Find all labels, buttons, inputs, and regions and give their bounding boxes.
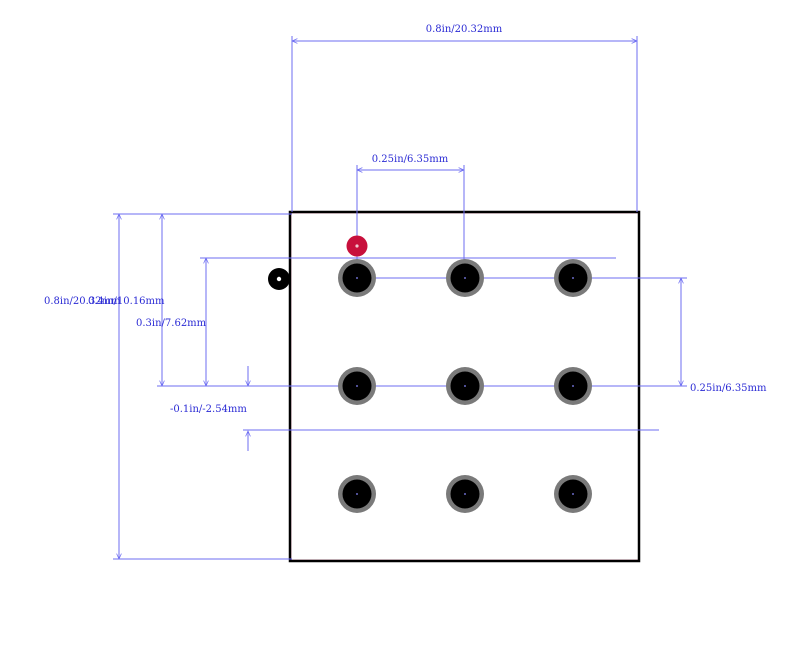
pad-9 [554,475,592,513]
pad-4 [338,367,376,405]
pad-3 [554,259,592,297]
pin1-marker-icon [346,235,368,257]
pitch-x-label: 0.25in/6.35mm [372,154,449,165]
overall-height-label: 0.8in/20.32mm [44,296,121,307]
row-offset-label: 0.3in/7.62mm [136,318,207,329]
pad-grid [338,259,592,513]
pad-8 [446,475,484,513]
pad-5 [446,367,484,405]
dimension-lines [113,36,687,559]
top-width-label: 0.8in/20.32mm [426,24,503,35]
pitch-y-label: 0.25in/6.35mm [690,383,767,394]
small-offset-label: -0.1in/-2.54mm [170,404,247,415]
pad-6 [554,367,592,405]
pad-7 [338,475,376,513]
pad-1 [338,259,376,297]
half-height-label: 0.4in/10.16mm [88,296,165,307]
polarity-dot-icon [268,268,290,290]
pad-2 [446,259,484,297]
